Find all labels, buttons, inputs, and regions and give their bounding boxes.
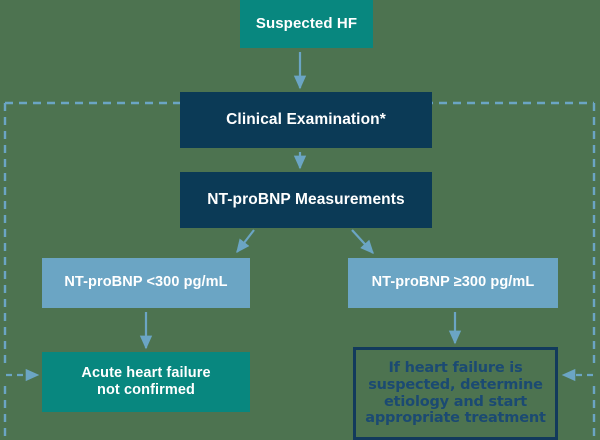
node-clinical-examination[interactable]: Clinical Examination* xyxy=(180,92,432,148)
node-label: Acute heart failure not confirmed xyxy=(81,365,210,399)
node-determine-etiology-and-treat[interactable]: If heart failure is suspected, determine… xyxy=(353,347,558,440)
node-suspected-hf[interactable]: Suspected HF xyxy=(240,0,373,48)
node-label-line-3: etiology and start xyxy=(384,393,527,410)
node-label-line-4: appropriate treatment xyxy=(365,410,546,427)
node-ntprobnp-measurements[interactable]: NT-proBNP Measurements xyxy=(180,172,432,228)
arrow-measurements-to-high xyxy=(351,229,374,254)
node-label: Clinical Examination* xyxy=(226,110,386,128)
node-acute-heart-failure-not-confirmed[interactable]: Acute heart failure not confirmed xyxy=(42,352,250,412)
arrow-measurements-to-low xyxy=(236,229,255,254)
node-label: Suspected HF xyxy=(255,15,358,33)
node-label-line-2: not confirmed xyxy=(97,382,195,398)
node-label-line-1: If heart failure is xyxy=(388,359,523,376)
node-ntprobnp-below-300[interactable]: NT-proBNP <300 pg/mL xyxy=(42,258,250,308)
node-ntprobnp-atleast-300[interactable]: NT-proBNP ≥300 pg/mL xyxy=(348,258,558,308)
node-label-line-2: suspected, determine xyxy=(368,376,543,393)
node-label: NT-proBNP Measurements xyxy=(207,190,405,208)
node-label: NT-proBNP <300 pg/mL xyxy=(64,274,228,291)
node-label: If heart failure is suspected, determine… xyxy=(365,359,546,427)
node-label: NT-proBNP ≥300 pg/mL xyxy=(371,274,535,291)
node-label-line-1: Acute heart failure xyxy=(81,364,211,381)
